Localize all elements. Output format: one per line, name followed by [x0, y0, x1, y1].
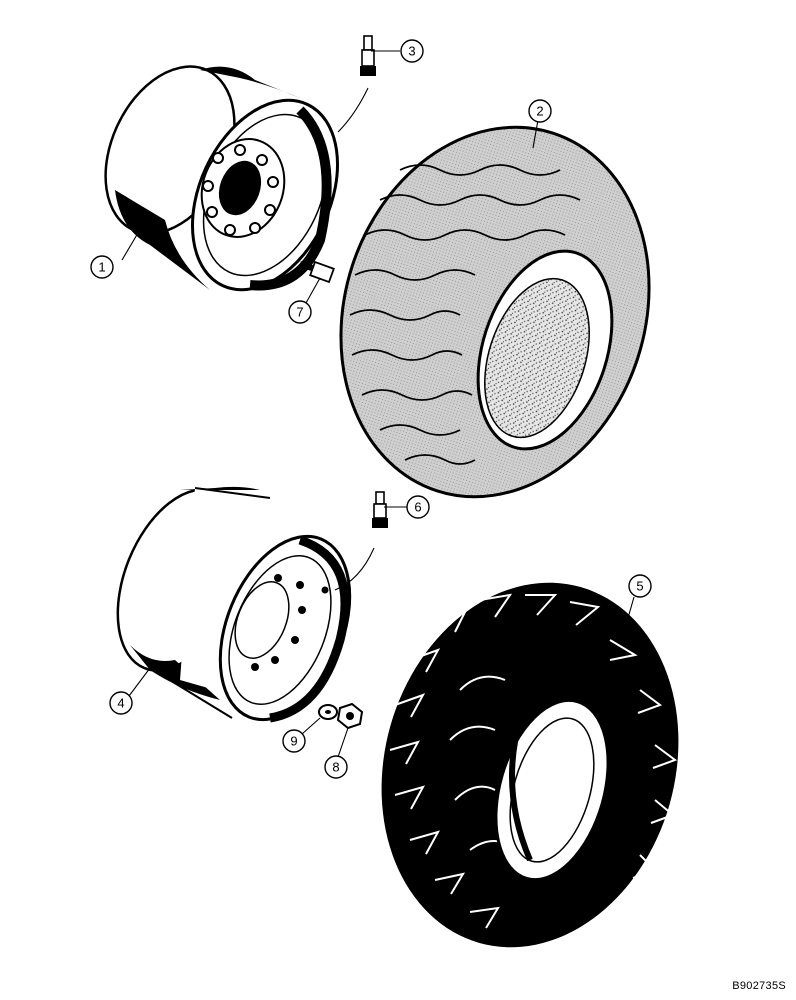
nut	[336, 702, 364, 730]
bolt	[299, 260, 335, 284]
rim-upper-bolt-holes	[202, 144, 279, 236]
svg-text:6: 6	[414, 500, 421, 515]
callout-9: 9	[282, 729, 306, 753]
valve-stem-upper	[337, 35, 376, 133]
rim-upper	[104, 65, 340, 292]
rim-lower	[116, 486, 375, 723]
svg-text:3: 3	[408, 44, 415, 59]
svg-text:9: 9	[290, 734, 297, 749]
svg-text:2: 2	[536, 104, 543, 119]
valve-stem-lower	[372, 491, 388, 528]
rim-lower-bolt-holes	[251, 574, 329, 671]
tire-lower-lugs	[389, 593, 678, 929]
callout-5: 5	[628, 574, 652, 598]
tire-upper-tread	[349, 164, 581, 465]
callout-6: 6	[406, 495, 430, 519]
callout-2: 2	[528, 99, 552, 123]
figure-code: B902735S	[732, 980, 786, 992]
leader-lines	[121, 50, 635, 758]
washer	[318, 704, 338, 720]
svg-text:5: 5	[636, 579, 643, 594]
svg-text:1: 1	[98, 260, 105, 275]
svg-text:4: 4	[117, 696, 124, 711]
svg-text:8: 8	[332, 760, 339, 775]
callout-8: 8	[324, 755, 348, 779]
callout-4: 4	[109, 691, 133, 715]
callout-3: 3	[400, 39, 424, 63]
callout-7: 7	[288, 300, 312, 324]
callout-1: 1	[90, 255, 114, 279]
svg-text:7: 7	[296, 305, 303, 320]
tire-lower	[381, 582, 679, 948]
tire-upper	[339, 125, 651, 499]
